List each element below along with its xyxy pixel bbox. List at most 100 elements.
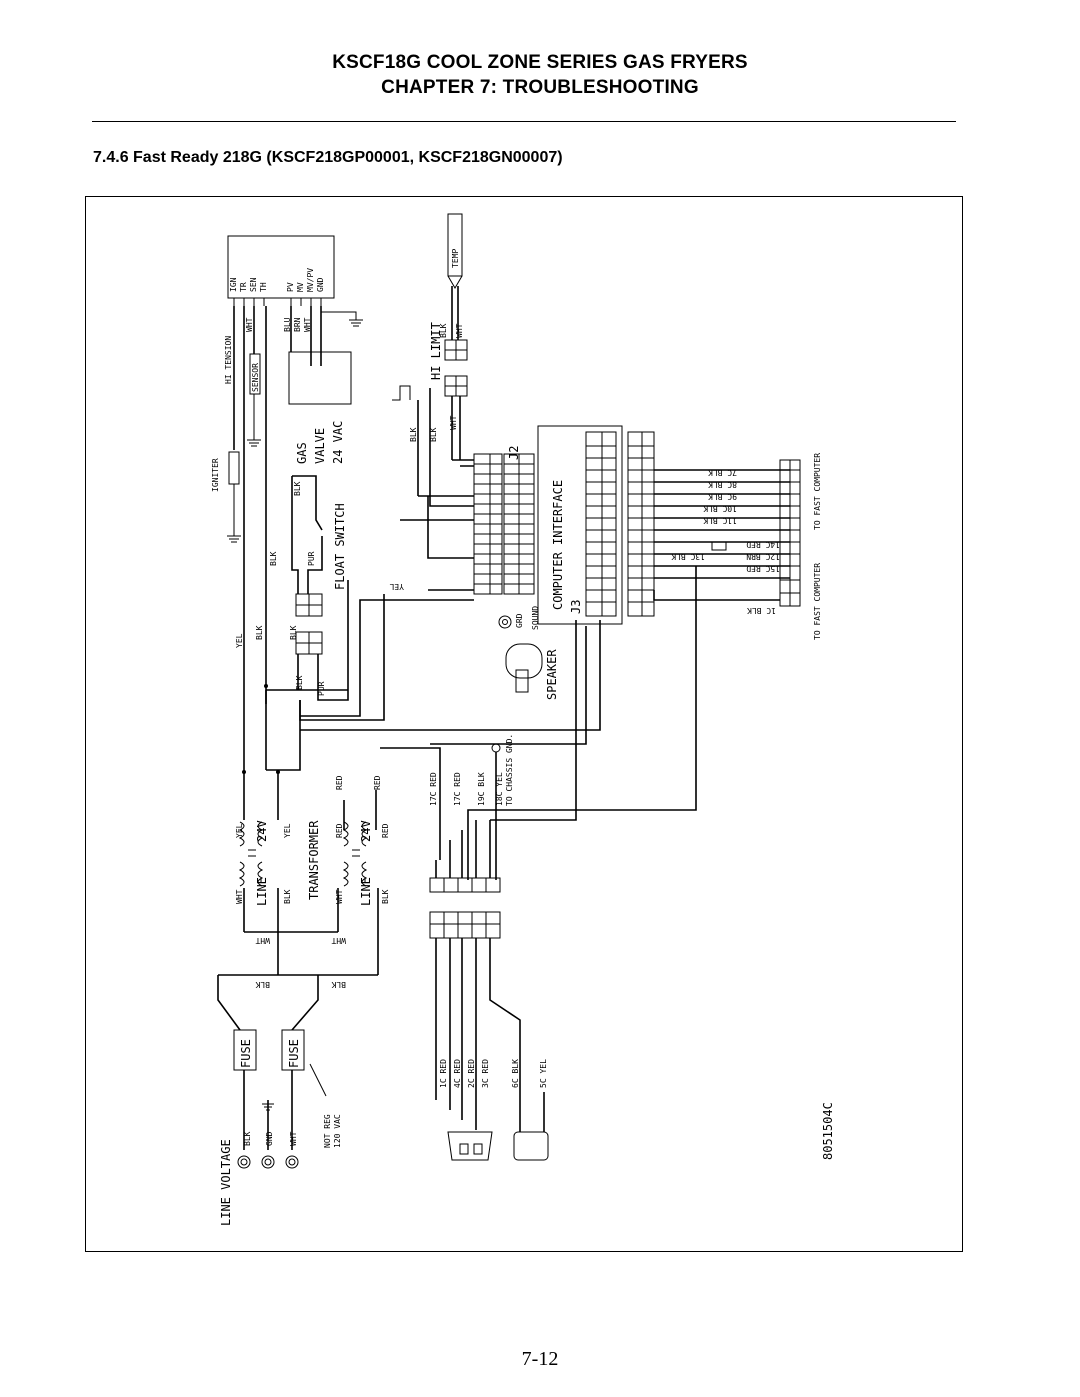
sw-3c: 3C RED — [481, 1059, 490, 1088]
xfmr-line-right: LINE — [359, 877, 373, 906]
section-heading: 7.4.6 Fast Ready 218G (KSCF218GP00001, K… — [93, 149, 563, 166]
sensor-symbol — [249, 353, 261, 395]
yel-left: YEL — [235, 633, 244, 648]
pin-gnd: GND — [316, 277, 325, 292]
wire-wht-module: WHT — [245, 317, 254, 332]
fuse-right — [281, 1029, 305, 1071]
pin-mv: MV — [296, 282, 305, 292]
j3-label: J3 — [569, 600, 583, 614]
hi-limit-blk: BLK — [439, 323, 448, 338]
j3-outer — [585, 431, 603, 617]
lv-gnd: GND — [265, 1131, 274, 1146]
sw-1c: 1C RED — [439, 1059, 448, 1088]
computer-interface-box — [537, 425, 623, 625]
wire-7c: 7C BLK — [708, 468, 737, 477]
chassis-gnd-label: TO CHASSIS GND. — [505, 734, 514, 806]
sw-6c: 6C BLK — [511, 1059, 520, 1088]
pin-tr: TR — [239, 282, 248, 292]
lv-wht: WHT — [289, 1131, 298, 1146]
temp-label: TEMP — [451, 249, 460, 268]
lv-blk: BLK — [243, 1131, 252, 1146]
red-top-2: RED — [373, 775, 382, 790]
module-pin-labels: IGN TR SEN TH PV MV MV/PV GND — [229, 268, 325, 292]
pin-sen: SEN — [249, 277, 258, 292]
document-title: KSCF18G COOL ZONE SERIES GAS FRYERS — [332, 52, 748, 73]
page-number: 7-12 — [521, 1348, 559, 1370]
limit-wht: WHT — [449, 415, 458, 430]
fuse-right-label: FUSE — [287, 1039, 301, 1068]
line-terminals — [237, 1155, 299, 1169]
j3-plug-outer — [627, 431, 643, 617]
transformer-right — [342, 821, 368, 887]
wire-12c: 12C BRN — [746, 552, 780, 561]
gas-valve-box — [288, 351, 352, 405]
blk-line-1: BLK — [255, 980, 270, 989]
wire-brn: BRN — [293, 317, 302, 332]
wire-17c-a: 17C RED — [429, 772, 438, 806]
fuse-left — [233, 1029, 257, 1071]
pin-mvpv: MV/PV — [306, 268, 315, 292]
transformer-left — [238, 821, 264, 887]
igniter-symbol — [228, 451, 240, 485]
xfmr-r-red-2: RED — [381, 823, 390, 838]
to-fast-computer-1: TO FAST COMPUTER — [813, 453, 822, 530]
limit-blk-1: BLK — [409, 427, 418, 442]
blk-plug-label: BLK — [295, 675, 304, 690]
rocker-switch — [447, 1131, 493, 1161]
hi-tension-label: HI TENSION — [224, 336, 233, 384]
wht-line-2: WHT — [331, 936, 346, 945]
wire-blu: BLU — [283, 317, 292, 332]
wire-1c-blk: 1C BLK — [747, 606, 776, 615]
to-fast-computer-2: TO FAST COMPUTER — [813, 563, 822, 640]
transformer-label: TRANSFORMER — [307, 820, 321, 900]
harness-connector-top — [429, 877, 501, 893]
wire-10c: 10C BLK — [703, 504, 737, 513]
gas-valve-label-3: 24 VAC — [331, 421, 345, 464]
speaker-label: SPEAKER — [545, 649, 559, 700]
xfmr-l-blk: BLK — [283, 889, 292, 904]
xfmr-24v-left: 24V — [255, 820, 269, 842]
ignition-module — [227, 235, 335, 299]
xfmr-r-blk: BLK — [381, 889, 390, 904]
pin-pv: PV — [286, 282, 295, 292]
pin-th: TH — [259, 282, 268, 292]
wire-11c: 11C BLK — [703, 516, 737, 525]
fuse-left-label: FUSE — [239, 1039, 253, 1068]
float-pur: PUR — [307, 551, 316, 566]
blk-line-2: BLK — [331, 980, 346, 989]
xfmr-24v-right: 24V — [359, 820, 373, 842]
harness-connector-bottom — [429, 911, 501, 939]
not-reg-label: NOT REG — [323, 1114, 332, 1148]
line-voltage-label: LINE VOLTAGE — [219, 1139, 233, 1226]
grd-label: GRD — [515, 613, 524, 628]
float-blk-top: BLK — [293, 481, 302, 496]
wire-15c: 15C RED — [746, 564, 780, 573]
xfmr-l-yel-2: YEL — [283, 823, 292, 838]
xfmr-r-wht: WHT — [335, 889, 344, 904]
diode — [711, 541, 727, 551]
speaker — [505, 643, 543, 679]
float-blk-left: BLK — [269, 551, 278, 566]
wht-line-1: WHT — [255, 936, 270, 945]
wire-9c: 9C BLK — [708, 492, 737, 501]
gas-valve-label-1: GAS — [295, 442, 309, 464]
wire-19c: 19C BLK — [477, 772, 486, 806]
wire-8c: 8C BLK — [708, 480, 737, 489]
j2-label: J2 — [507, 446, 521, 460]
hi-limit-label: HI LIMIT — [429, 322, 443, 380]
yel-wire-label: YEL — [389, 582, 404, 591]
sw-2c: 2C RED — [467, 1059, 476, 1088]
wire-18c: 18C YEL — [495, 772, 504, 806]
xfmr-l-wht: WHT — [235, 889, 244, 904]
igniter-label: IGNITER — [211, 458, 220, 492]
blk-fs-label: BLK — [289, 625, 298, 640]
vac-120-label: 120 VAC — [333, 1114, 342, 1148]
computer-interface-label: COMPUTER INTERFACE — [551, 480, 565, 610]
temp-probe — [447, 213, 463, 277]
pur-plug-label: PUR — [317, 681, 326, 696]
float-switch-label: FLOAT SWITCH — [333, 503, 347, 590]
wire-17c-b: 17C RED — [453, 772, 462, 806]
pin-ign: IGN — [229, 277, 238, 292]
xfmr-line-left: LINE — [255, 877, 269, 906]
wire-13c: 13C BLK — [671, 552, 705, 561]
